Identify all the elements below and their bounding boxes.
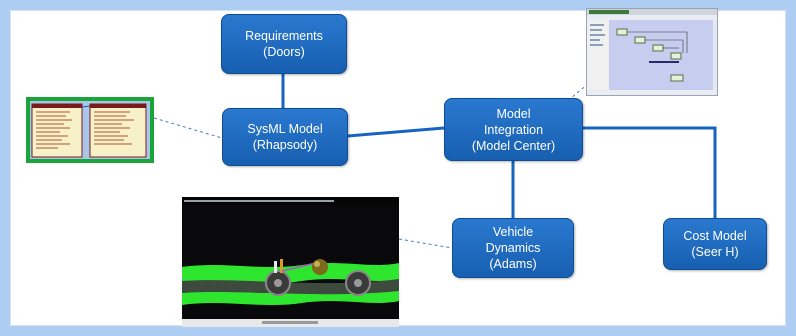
model-integration-box[interactable]: Model Integration (Model Center): [444, 98, 583, 161]
leader-adams-thumb: [398, 238, 453, 249]
sysml-model-label: SysML Model: [247, 122, 323, 136]
requirements-label: Requirements: [245, 29, 323, 43]
cost-model-label: Cost Model: [683, 229, 747, 243]
vehicle-label: Vehicle: [492, 225, 534, 239]
leader-sysml-thumb: [153, 117, 223, 139]
connector-integration-cost: [583, 126, 717, 218]
connector-sysml-integration: [347, 126, 445, 138]
adams-simulation-image: [182, 197, 399, 327]
model-center-screenshot-image: [587, 9, 717, 95]
model-label: Model: [496, 106, 531, 121]
sysml-model-box[interactable]: SysML Model (Rhapsody): [222, 108, 348, 166]
adams-label: (Adams): [489, 257, 537, 271]
cost-model-box[interactable]: Cost Model (Seer H): [663, 218, 767, 270]
rhapsody-screenshot-image: [30, 101, 150, 159]
seer-h-label: (Seer H): [691, 245, 739, 259]
requirements-doors-box[interactable]: Requirements (Doors): [221, 14, 347, 74]
integration-label: Integration: [483, 122, 544, 137]
doors-label: (Doors): [263, 45, 305, 59]
rhapsody-label: (Rhapsody): [252, 138, 318, 152]
rhapsody-screenshot: [26, 97, 154, 163]
vehicle-dynamics-box[interactable]: Vehicle Dynamics (Adams): [452, 218, 574, 278]
dynamics-label: Dynamics: [485, 241, 541, 255]
model-center-label: (Model Center): [471, 138, 556, 153]
model-center-screenshot: [586, 8, 718, 96]
adams-simulation-screenshot: [182, 197, 399, 327]
